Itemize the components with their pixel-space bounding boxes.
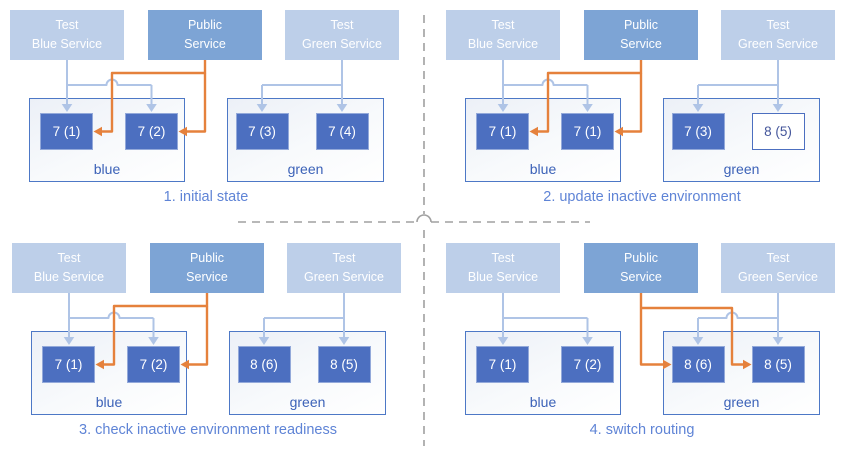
test-green-service-box: Test Green Service (721, 243, 835, 293)
test-blue-service-box: Test Blue Service (12, 243, 126, 293)
blue-environment-label: blue (93, 161, 121, 177)
pod-green-2: 8 (5) (317, 346, 371, 383)
panel-3-caption: 3. check inactive environment readiness (79, 422, 337, 438)
green-environment-label: green (723, 394, 760, 410)
pod-blue-2: 7 (2) (127, 346, 180, 383)
route-arrows (497, 293, 784, 370)
pod-blue-1: 7 (1) (476, 113, 529, 150)
public-service-box: Public Service (148, 10, 262, 60)
route-arrows (63, 293, 350, 370)
test-blue-service-box: Test Blue Service (446, 243, 560, 293)
route-arrows (497, 60, 784, 137)
public-service-box: Public Service (584, 243, 698, 293)
blue-environment-label: blue (95, 394, 123, 410)
pod-blue-2: 7 (2) (125, 113, 178, 150)
pod-green-2: 8 (5) (751, 346, 805, 383)
green-environment-label: green (289, 394, 326, 410)
pod-green-2: 7 (4) (315, 113, 369, 150)
test-blue-service-box: Test Blue Service (10, 10, 124, 60)
blue-environment-label: blue (529, 394, 557, 410)
pod-green-2: 8 (5) (751, 113, 805, 150)
green-environment-label: green (723, 161, 760, 177)
pod-green-1: 8 (6) (237, 346, 291, 383)
test-green-service-box: Test Green Service (721, 10, 835, 60)
panel-2-caption: 2. update inactive environment (543, 189, 741, 205)
green-environment-label: green (287, 161, 324, 177)
test-green-service-box: Test Green Service (285, 10, 399, 60)
test-green-service-box: Test Green Service (287, 243, 401, 293)
public-service-box: Public Service (584, 10, 698, 60)
pod-blue-2: 7 (2) (561, 346, 614, 383)
pod-green-1: 8 (6) (671, 346, 725, 383)
pod-green-1: 7 (3) (235, 113, 289, 150)
panel-4-caption: 4. switch routing (589, 422, 695, 438)
pod-green-1: 7 (3) (671, 113, 725, 150)
blue-environment-label: blue (529, 161, 557, 177)
test-blue-service-box: Test Blue Service (446, 10, 560, 60)
route-arrows (61, 60, 348, 137)
panel-1-caption: 1. initial state (163, 189, 249, 205)
pod-blue-1: 7 (1) (42, 346, 95, 383)
pod-blue-2: 7 (1) (561, 113, 614, 150)
pod-blue-1: 7 (1) (476, 346, 529, 383)
pod-blue-1: 7 (1) (40, 113, 93, 150)
public-service-box: Public Service (150, 243, 264, 293)
